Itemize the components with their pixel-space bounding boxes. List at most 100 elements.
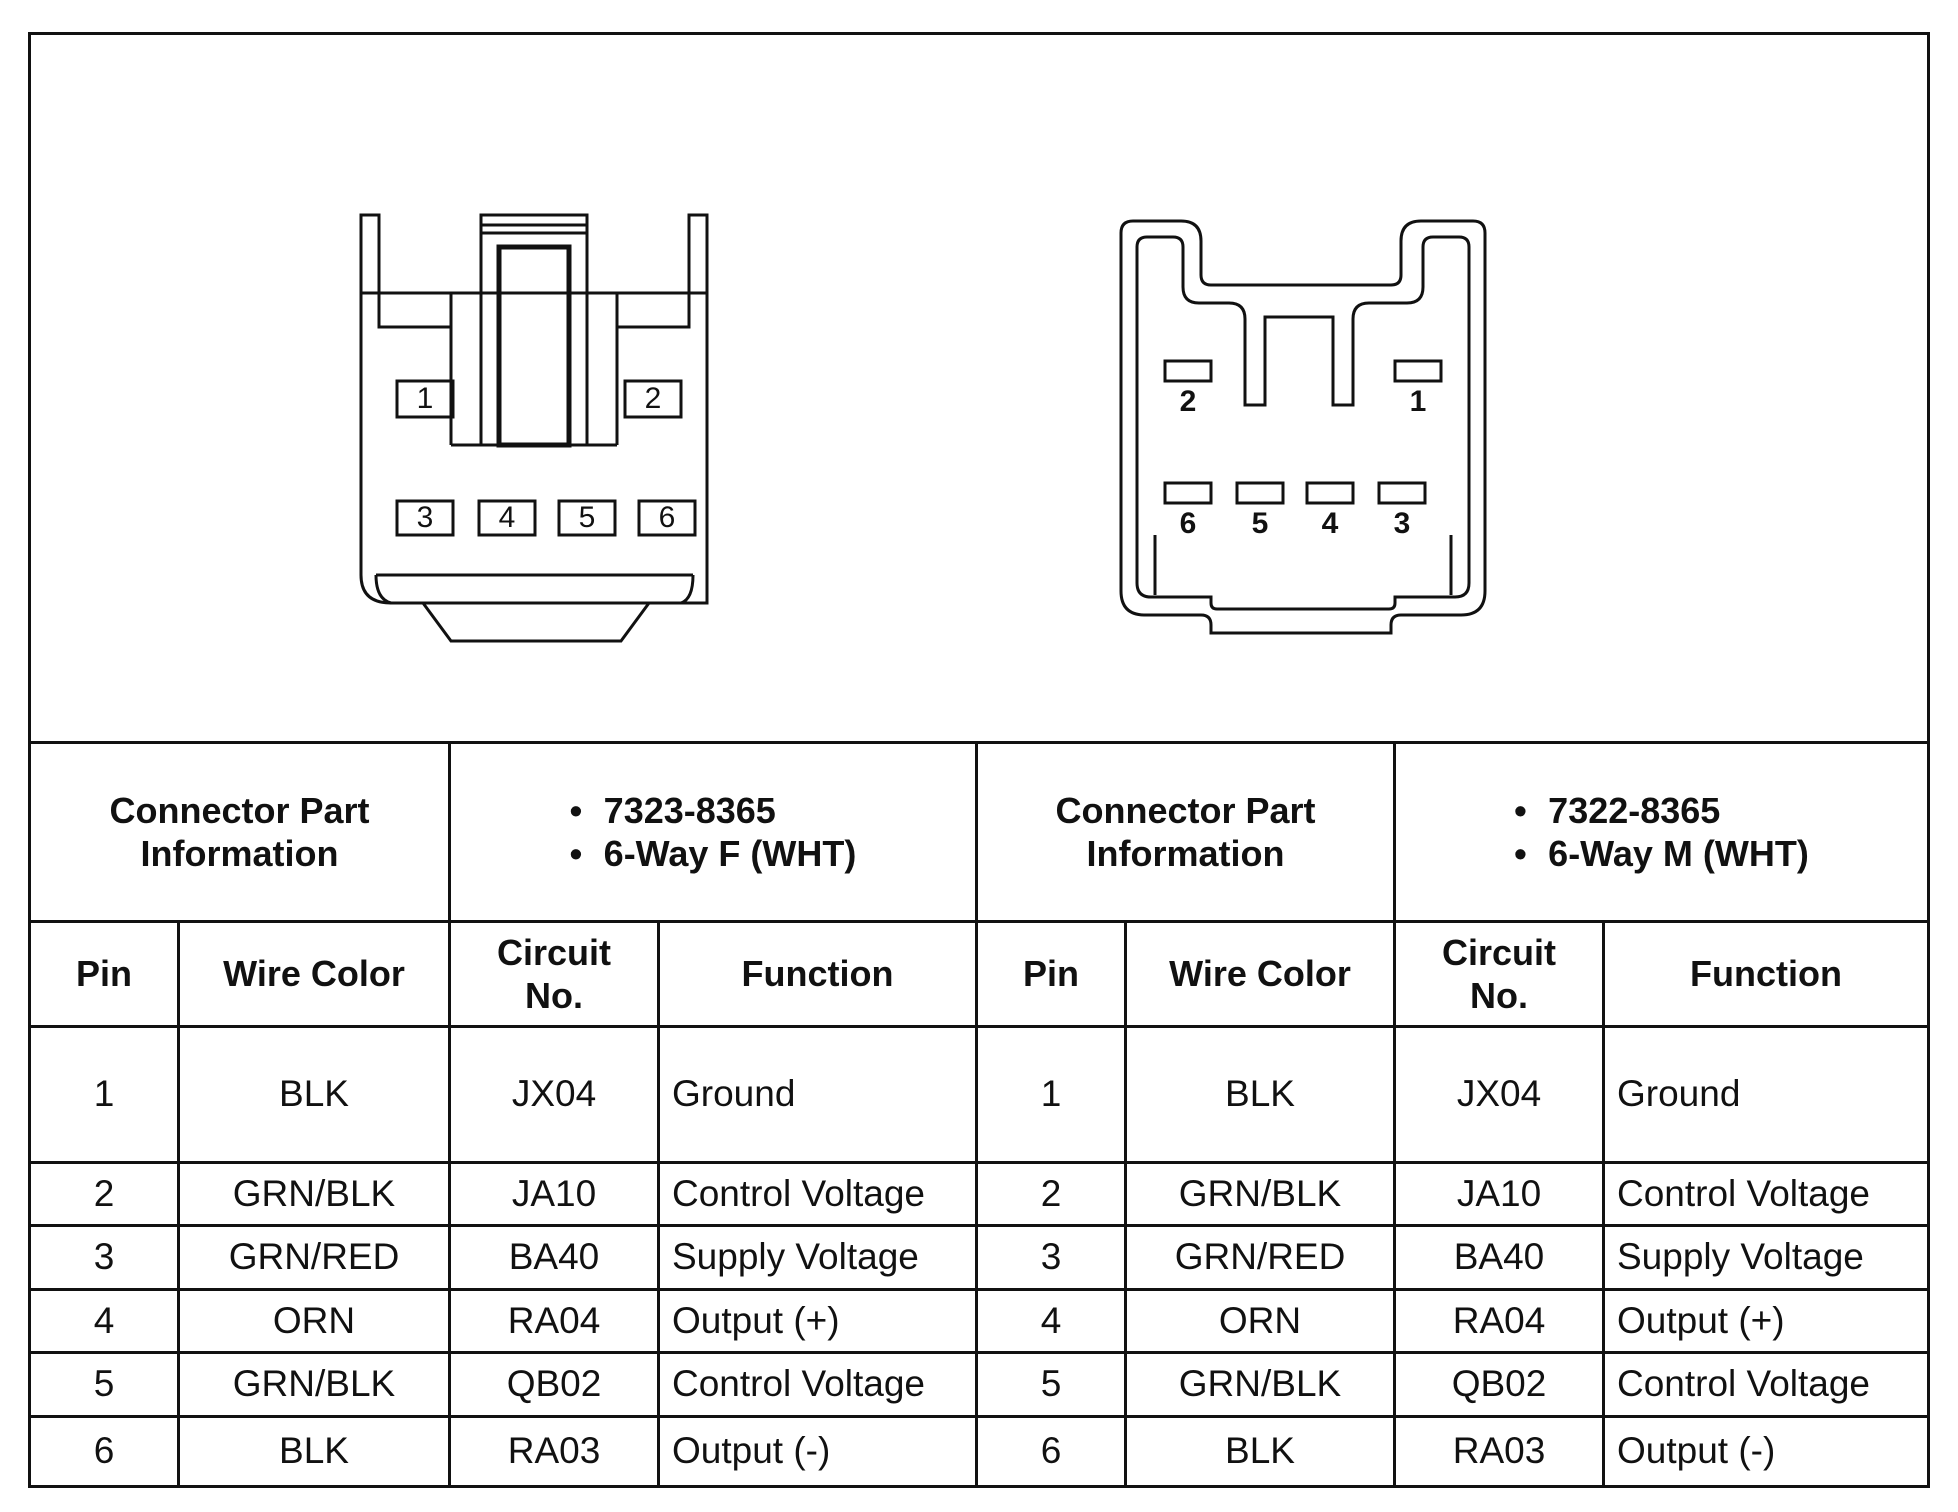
table-divider	[31, 1224, 1927, 1227]
table-cell-function: Ground	[1617, 1073, 1741, 1115]
part-number-bullet: •7323-8365	[569, 789, 776, 831]
table-divider	[1124, 920, 1127, 1485]
female-pin-label: 2	[644, 382, 662, 415]
connector-pinout-sheet: 1 2 3 4 5 6 2 1 6 5 4 3 Connector Part	[28, 32, 1930, 1488]
table-cell-pin: 1	[1040, 1073, 1062, 1115]
table-cell-function: Output (+)	[672, 1299, 840, 1341]
table-cell-wire: GRN/BLK	[1178, 1172, 1342, 1214]
table-cell-wire: BLK	[1225, 1430, 1295, 1472]
table-cell-wire: GRN/BLK	[232, 1172, 396, 1214]
table-cell-function: Output (-)	[672, 1430, 831, 1472]
connector-diagram-area: 1 2 3 4 5 6 2 1 6 5 4 3	[31, 35, 1927, 741]
part-info-heading-line: Connector Part	[1055, 789, 1316, 831]
table-cell-wire: BLK	[1225, 1073, 1295, 1115]
female-pin-label: 6	[658, 501, 676, 534]
table-cell-function: Output (-)	[1617, 1430, 1776, 1472]
table-cell-pin: 5	[1040, 1363, 1062, 1405]
table-cell-wire: GRN/RED	[228, 1236, 400, 1278]
table-cell-circuit: JA10	[1456, 1172, 1542, 1214]
table-divider	[1393, 744, 1396, 1485]
table-divider	[975, 744, 978, 1485]
part-info-heading-line: Information	[1086, 833, 1285, 874]
female-pin-label: 1	[416, 382, 434, 415]
table-cell-circuit: RA04	[507, 1299, 601, 1341]
table-divider	[31, 1415, 1927, 1418]
table-divider	[31, 1288, 1927, 1291]
table-cell-wire: BLK	[279, 1430, 349, 1472]
table-cell-pin: 2	[93, 1172, 115, 1214]
table-cell-wire: ORN	[1218, 1299, 1302, 1341]
table-cell-wire: BLK	[279, 1073, 349, 1115]
part-info-heading: Connector Part Information	[978, 744, 1393, 920]
table-cell-pin: 3	[1040, 1236, 1062, 1278]
male-pin-label: 5	[1251, 507, 1269, 540]
table-cell-circuit: JX04	[511, 1073, 597, 1115]
table-cell-function: Output (+)	[1617, 1299, 1785, 1341]
table-cell-pin: 2	[1040, 1172, 1062, 1214]
table-cell-wire: GRN/RED	[1174, 1236, 1346, 1278]
table-cell-pin: 6	[93, 1430, 115, 1472]
table-cell-function: Supply Voltage	[1617, 1236, 1864, 1278]
part-info-heading-line: Information	[140, 833, 339, 874]
table-cell-function: Control Voltage	[672, 1172, 926, 1214]
table-cell-circuit: RA03	[1452, 1430, 1546, 1472]
table-divider	[657, 920, 660, 1485]
male-pin-label: 3	[1393, 507, 1411, 540]
female-pin-label: 3	[416, 501, 434, 534]
table-divider	[1602, 920, 1605, 1485]
table-cell-pin: 4	[1040, 1299, 1062, 1341]
table-cell-pin: 5	[93, 1363, 115, 1405]
table-cell-function: Supply Voltage	[672, 1236, 919, 1278]
column-header-wire-color: Wire Color	[223, 953, 405, 995]
male-pin-label: 1	[1409, 385, 1427, 418]
part-number-bullet: •7322-8365	[1514, 789, 1721, 831]
table-divider	[31, 1025, 1927, 1028]
table-divider	[31, 1351, 1927, 1354]
female-pin-label: 5	[578, 501, 596, 534]
connector-type-bullet: •6-Way F (WHT)	[569, 833, 857, 874]
table-cell-function: Ground	[672, 1073, 796, 1115]
column-header-pin: Pin	[1022, 953, 1079, 995]
connector-drawings	[359, 213, 1487, 643]
part-info-heading: Connector Part Information	[31, 744, 448, 920]
column-header-wire-color: Wire Color	[1169, 953, 1351, 995]
table-divider	[31, 920, 1927, 923]
column-header-pin: Pin	[75, 953, 132, 995]
column-header-function: Function	[741, 953, 894, 995]
female-pin-label: 4	[498, 501, 516, 534]
table-cell-function: Control Voltage	[1617, 1172, 1871, 1214]
table-cell-circuit: JA10	[511, 1172, 597, 1214]
male-pin-label: 6	[1179, 507, 1197, 540]
table-cell-pin: 1	[93, 1073, 115, 1115]
male-connector-drawing	[1119, 219, 1487, 635]
table-divider	[448, 744, 451, 1485]
table-cell-pin: 4	[93, 1299, 115, 1341]
table-cell-circuit: BA40	[1453, 1236, 1545, 1278]
table-cell-wire: GRN/BLK	[1178, 1363, 1342, 1405]
table-cell-circuit: QB02	[1451, 1363, 1547, 1405]
table-cell-circuit: RA03	[507, 1430, 601, 1472]
pinout-table: Connector Part Information •7323-8365 •6…	[31, 741, 1927, 1485]
table-cell-wire: GRN/BLK	[232, 1363, 396, 1405]
table-cell-circuit: BA40	[508, 1236, 600, 1278]
female-connector-drawing	[359, 213, 709, 643]
table-cell-circuit: RA04	[1452, 1299, 1546, 1341]
table-cell-function: Control Voltage	[672, 1363, 926, 1405]
part-info-heading-line: Connector Part	[109, 789, 370, 831]
part-info-details: •7322-8365 •6-Way M (WHT)	[1396, 744, 1927, 920]
table-cell-circuit: QB02	[506, 1363, 602, 1405]
table-cell-pin: 3	[93, 1236, 115, 1278]
male-pin-label: 4	[1321, 507, 1339, 540]
table-cell-function: Control Voltage	[1617, 1363, 1871, 1405]
column-header-function: Function	[1690, 953, 1842, 995]
table-divider	[177, 920, 180, 1485]
part-info-details: •7323-8365 •6-Way F (WHT)	[451, 744, 975, 920]
table-cell-circuit: JX04	[1456, 1073, 1542, 1115]
male-pin-label: 2	[1179, 385, 1197, 418]
table-divider	[31, 1161, 1927, 1164]
table-cell-pin: 6	[1040, 1430, 1062, 1472]
table-cell-wire: ORN	[272, 1299, 356, 1341]
connector-type-bullet: •6-Way M (WHT)	[1514, 833, 1809, 874]
